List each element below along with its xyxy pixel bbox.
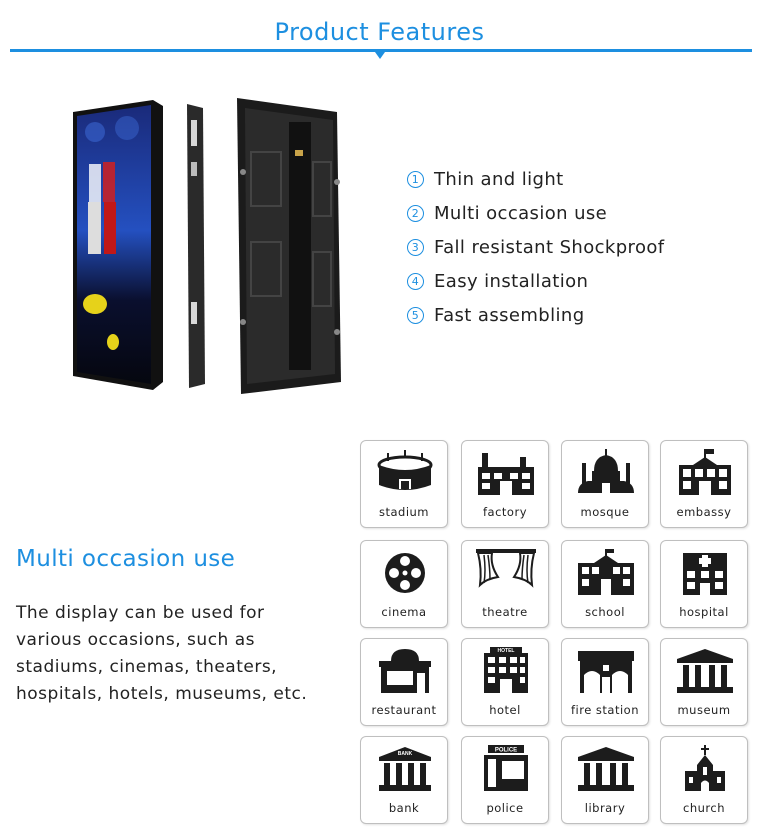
occasion-label: bank — [388, 801, 420, 815]
occasion-label: restaurant — [371, 703, 437, 717]
feature-item: 3 Fall resistant Shockproof — [407, 230, 665, 264]
description-line: various occasions, such as — [16, 630, 255, 650]
restaurant-icon — [379, 649, 431, 693]
feature-text: Easy installation — [434, 270, 589, 292]
feature-item: 5 Fast assembling — [407, 298, 665, 332]
occasion-label: church — [683, 801, 725, 815]
hospital-icon — [683, 553, 727, 595]
curtain-icon — [476, 549, 536, 588]
mosque-icon — [578, 449, 634, 493]
feature-item: 4 Easy installation — [407, 264, 665, 298]
police-icon: POLICE — [484, 745, 528, 791]
occasion-grid: stadium factory mosque — [360, 440, 752, 830]
title-divider — [10, 49, 752, 52]
feature-item: 1 Thin and light — [407, 162, 665, 196]
occasion-label: mosque — [580, 505, 630, 519]
occasion-label: fire station — [570, 703, 640, 717]
circled-number-icon: 3 — [407, 238, 424, 256]
film-reel-icon — [385, 553, 425, 593]
occasion-tile-library: library — [561, 736, 649, 824]
occasion-tile-fire-station: fire station — [561, 638, 649, 726]
divider-arrow — [375, 52, 385, 59]
led-panel-product-image — [73, 98, 341, 394]
occasion-tile-church: church — [660, 736, 748, 824]
fire-station-icon — [578, 651, 634, 693]
occasion-tile-theatre: theatre — [461, 540, 549, 628]
description-line: stadiums, cinemas, theaters, — [16, 657, 278, 677]
circled-number-icon: 4 — [407, 272, 424, 290]
hotel-icon: HOTEL — [484, 647, 528, 693]
feature-item: 2 Multi occasion use — [407, 196, 665, 230]
occasion-label: theatre — [482, 605, 528, 619]
church-icon — [685, 745, 725, 791]
occasion-label: stadium — [378, 505, 430, 519]
occasion-tile-museum: museum — [660, 638, 748, 726]
circled-number-icon: 2 — [407, 204, 424, 222]
page-title: Product Features — [274, 18, 485, 46]
feature-text: Thin and light — [434, 168, 564, 190]
school-icon — [578, 549, 634, 595]
description-line: hospitals, hotels, museums, etc. — [16, 684, 308, 704]
occasion-label: hotel — [489, 703, 521, 717]
occasion-tile-factory: factory — [461, 440, 549, 528]
description-line: The display can be used for — [16, 603, 265, 623]
factory-icon — [478, 453, 534, 495]
occasion-tile-stadium: stadium — [360, 440, 448, 528]
circled-number-icon: 1 — [407, 170, 424, 188]
occasion-label: hospital — [679, 605, 729, 619]
occasion-label: library — [584, 801, 626, 815]
occasion-tile-restaurant: restaurant — [360, 638, 448, 726]
feature-text: Fast assembling — [434, 304, 585, 326]
stadium-icon — [377, 450, 433, 490]
occasion-label: police — [486, 801, 524, 815]
occasion-tile-hotel: HOTEL hotel — [461, 638, 549, 726]
bank-sign-text: BANK — [398, 751, 413, 757]
museum-icon — [677, 649, 733, 693]
occasion-label: museum — [677, 703, 731, 717]
hotel-sign-text: HOTEL — [498, 648, 515, 654]
occasion-tile-cinema: cinema — [360, 540, 448, 628]
embassy-icon — [679, 449, 731, 495]
occasion-tile-mosque: mosque — [561, 440, 649, 528]
feature-list: 1 Thin and light 2 Multi occasion use 3 Fal… — [407, 162, 665, 332]
occasion-label: factory — [483, 505, 527, 519]
occasion-tile-bank: BANK bank — [360, 736, 448, 824]
occasion-label: embassy — [676, 505, 732, 519]
bank-icon: BANK — [379, 747, 431, 791]
feature-text: Fall resistant Shockproof — [434, 236, 665, 258]
occasion-tile-hospital: hospital — [660, 540, 748, 628]
feature-text: Multi occasion use — [434, 202, 608, 224]
occasion-label: cinema — [381, 605, 427, 619]
occasion-tile-school: school — [561, 540, 649, 628]
library-icon — [578, 747, 634, 791]
circled-number-icon: 5 — [407, 306, 424, 324]
section-description: The display can be used for various occa… — [16, 600, 336, 708]
police-sign-text: POLICE — [495, 748, 517, 754]
section-heading: Multi occasion use — [16, 546, 236, 572]
occasion-tile-embassy: embassy — [660, 440, 748, 528]
occasion-label: school — [585, 605, 625, 619]
occasion-tile-police: POLICE police — [461, 736, 549, 824]
